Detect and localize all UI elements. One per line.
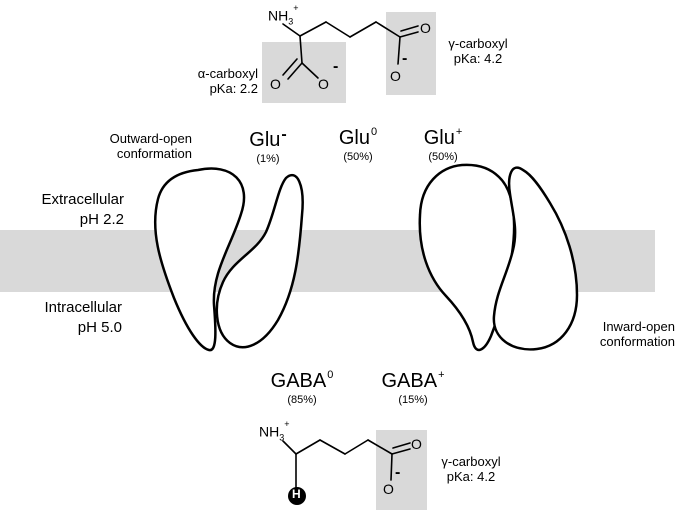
- glutamate-gamma-oxygen-single: O: [390, 68, 401, 84]
- glutamate-alpha-oxygen-double: O: [270, 76, 281, 92]
- gaba-gamma-oxygen-single: O: [383, 481, 394, 497]
- transporter-outward-open: [153, 167, 304, 352]
- gamma-carboxyl-label: γ-carboxyl pKa: 4.2: [448, 36, 508, 66]
- species-gaba-neutral: GABA0 (85%): [270, 369, 334, 406]
- glutamate-alpha-charge: -: [333, 58, 339, 75]
- glutamate-bonds: [282, 21, 419, 80]
- gaba-gamma-carboxyl-highlight: [376, 430, 427, 510]
- gaba-hydrogen-label: H: [292, 487, 301, 501]
- gamma-carboxyl-highlight: [386, 12, 436, 95]
- inward-left-lobe: [418, 163, 516, 352]
- gaba-gamma-carboxyl-label: γ-carboxyl pKa: 4.2: [441, 454, 501, 484]
- extracellular-label: Extracellular pH 2.2: [41, 191, 124, 229]
- transporter-inward-open: [418, 163, 579, 352]
- glutamate-alpha-oxygen-single: O: [318, 76, 329, 92]
- inward-right-lobe: [492, 166, 579, 351]
- glutamate-gamma-oxygen-double: O: [420, 20, 431, 36]
- glutamate-amino-group: NH3+: [268, 3, 299, 27]
- gaba-amino-group: NH3+: [259, 419, 290, 443]
- species-glu-neutral: Glu0 (50%): [338, 126, 378, 163]
- gaba-gamma-charge: -: [395, 464, 401, 481]
- gaba-gamma-oxygen-double: O: [411, 436, 422, 452]
- outward-right-lobe: [215, 174, 304, 349]
- hydrogen-atom-marker: [288, 487, 306, 505]
- alpha-carboxyl-label: α-carboxyl pKa: 2.2: [197, 66, 258, 96]
- species-glu-plus: Glu+ (50%): [423, 126, 463, 163]
- glutamate-gamma-charge: -: [402, 50, 408, 67]
- inward-open-label: Inward-open conformation: [599, 319, 675, 349]
- gaba-bonds: [282, 439, 411, 489]
- species-gaba-plus: GABA+ (15%): [381, 369, 445, 406]
- species-glu-minus: Glu- (1%): [249, 126, 287, 165]
- outward-left-lobe: [153, 167, 246, 352]
- alpha-carboxyl-highlight: [262, 42, 346, 103]
- outward-open-label: Outward-open conformation: [109, 131, 192, 161]
- intracellular-label: Intracellular pH 5.0: [44, 299, 122, 337]
